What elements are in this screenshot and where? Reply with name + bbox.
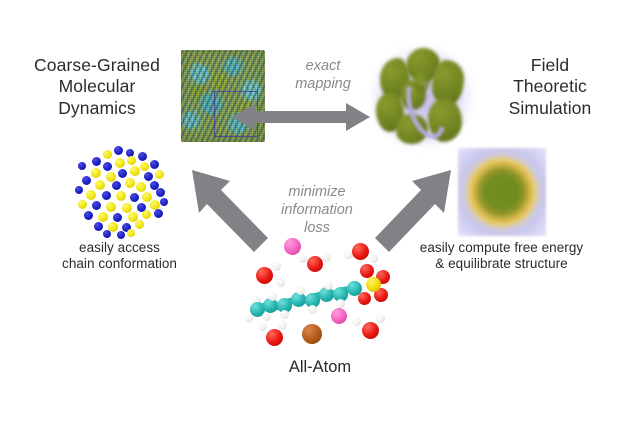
all-atom-to-field-theoretic-arrow	[373, 168, 453, 256]
field-theoretic-caption: easily compute free energy & equilibrate…	[419, 240, 584, 272]
water-molecule	[258, 320, 294, 348]
sodium-counterion	[284, 238, 301, 255]
field-theoretic-micelle-density	[458, 148, 546, 236]
water-molecule	[298, 250, 332, 276]
minimize-information-loss-label: minimize information loss	[281, 184, 353, 236]
field-theoretic-title: Field Theoretic Simulation	[508, 55, 592, 118]
sulfur-atom	[366, 277, 381, 292]
water-molecule	[344, 242, 378, 268]
exact-mapping-arrow	[232, 100, 370, 134]
sodium-counterion	[331, 308, 347, 324]
sulfate-oxygen	[360, 264, 374, 278]
water-molecule	[254, 262, 288, 290]
sulfate-oxygen	[374, 288, 388, 302]
all-atom-title: All-Atom	[288, 358, 352, 376]
water-molecule	[352, 314, 386, 342]
coarse-grained-title: Coarse-Grained Molecular Dynamics	[34, 55, 160, 118]
bromide-counterion	[302, 324, 322, 344]
all-atom-surfactant-molecule	[236, 236, 408, 354]
sulfate-oxygen	[358, 292, 371, 305]
coarse-grained-caption: easily access chain conformation	[62, 240, 177, 272]
coarse-grained-melt-snapshot	[181, 50, 265, 142]
exact-mapping-label: exact mapping	[295, 58, 351, 92]
all-atom-to-coarse-grained-arrow	[190, 168, 270, 256]
coarse-grained-micelle-beads	[70, 146, 168, 239]
field-theoretic-gyroid-blob	[370, 44, 474, 150]
